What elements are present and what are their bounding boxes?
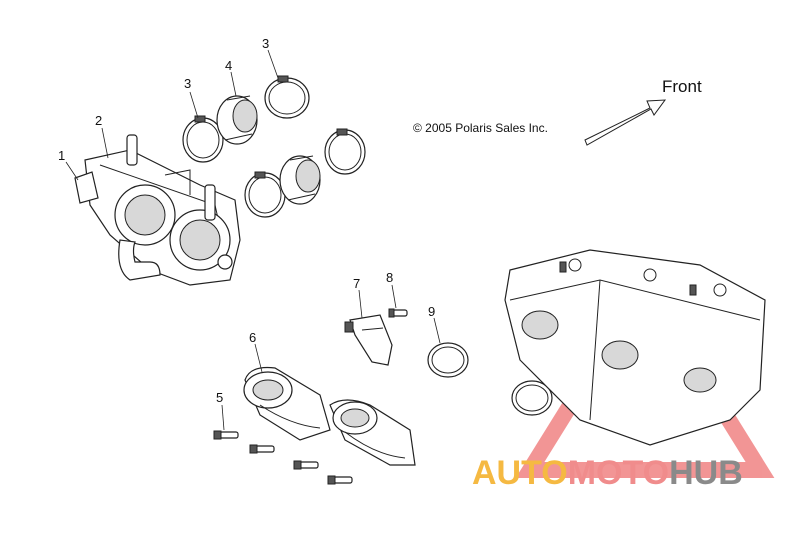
leader-lines <box>65 49 441 431</box>
boot-lower <box>279 155 321 205</box>
bolt <box>249 444 275 454</box>
watermark-part1: AUTO <box>472 454 568 492</box>
clamp-left-bottom <box>244 171 286 218</box>
intake-manifold <box>243 366 416 466</box>
callout-8: 8 <box>386 270 393 285</box>
gasket-lower <box>511 380 553 416</box>
callout-1: 1 <box>58 148 65 163</box>
callout-6: 6 <box>249 330 256 345</box>
fitting <box>388 308 408 318</box>
bolt <box>327 475 353 485</box>
callout-2: 2 <box>95 113 102 128</box>
watermark-logo: AUTOMOTOHUB <box>472 454 743 492</box>
svg-text:AUTOMOTOHUB: AUTOMOTOHUB <box>472 454 743 492</box>
watermark-part3: HUB <box>669 454 743 492</box>
callout-5: 5 <box>216 390 223 405</box>
bolt <box>213 430 239 440</box>
copyright-text: © 2005 Polaris Sales Inc. <box>413 121 548 135</box>
boot-upper <box>216 95 258 145</box>
bolt <box>293 460 319 470</box>
watermark-part2: MOTO <box>568 454 669 492</box>
callout-3b: 3 <box>262 36 269 51</box>
clamp-right-bottom <box>324 128 366 175</box>
bolts <box>213 430 353 485</box>
clamp-right-top <box>264 75 310 119</box>
callout-3a: 3 <box>184 76 191 91</box>
map-sensor <box>344 314 393 366</box>
callout-7: 7 <box>353 276 360 291</box>
throttle-body <box>74 134 241 286</box>
cylinder-head <box>504 249 766 446</box>
callout-9: 9 <box>428 304 435 319</box>
front-label: Front <box>662 77 702 96</box>
gasket-upper <box>427 342 469 378</box>
clamp-left-top <box>182 115 224 163</box>
callout-4: 4 <box>225 58 232 73</box>
front-arrow-icon <box>584 99 667 146</box>
